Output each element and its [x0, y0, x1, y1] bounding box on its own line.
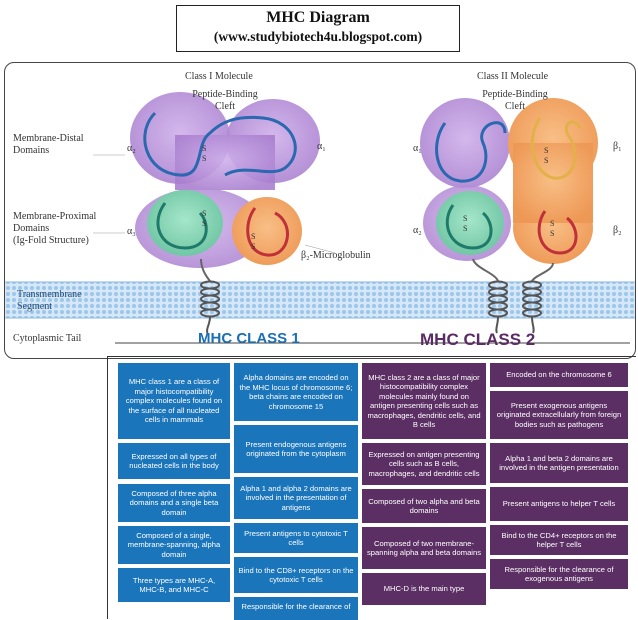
mhc-structure-illustration: S S S S S S S S S	[5, 92, 635, 344]
svg-text:S: S	[544, 156, 548, 165]
class2-molecule-label: Class II Molecule	[477, 71, 549, 82]
class2-title: MHC CLASS 2	[420, 330, 536, 349]
class1-fact-card: Alpha 1 and alpha 2 domains are involved…	[234, 477, 358, 519]
class1-fact-card: Composed of a single, membrane-spanning,…	[118, 526, 230, 564]
class2-fact-card: Alpha 1 and beta 2 domains are involved …	[490, 443, 628, 483]
cytoplasmic-tail-label: Cytoplasmic Tail	[13, 333, 82, 344]
class2-beta-domains	[508, 98, 598, 264]
class2-fact-card: MHC-D is the main type	[362, 573, 486, 605]
svg-text:S: S	[202, 154, 206, 163]
class2-transmembrane-helices	[488, 280, 542, 318]
class2-fact-card: MHC class 2 are a class of major histoco…	[362, 363, 486, 439]
class1-alpha-ribbon	[143, 111, 297, 177]
class1-fact-card: Bind to the CD8+ receptors on the cytoto…	[234, 557, 358, 593]
class2-fact-card: Responsible for the clearance of exogeno…	[490, 559, 628, 589]
class1-fact-card: Present antigens to cytotoxic T cells	[234, 523, 358, 553]
class2-alpha-ribbon	[435, 121, 507, 183]
class1-fact-card: Three types are MHC-A, MHC-B, and MHC-C	[118, 568, 230, 602]
class1-alpha1-label: α₁	[317, 141, 326, 152]
class1-fact-card: MHC class 1 are a class of major histoco…	[118, 363, 230, 439]
class2-fact-card: Expressed on antigen presenting cells su…	[362, 443, 486, 485]
class2-alpha2-label: α₂	[413, 225, 422, 236]
svg-text:S: S	[544, 146, 548, 155]
class1-transmembrane-helix	[200, 280, 220, 318]
svg-text:S: S	[202, 219, 206, 228]
title-box: MHC Diagram (www.studybiotech4u.blogspot…	[176, 5, 460, 52]
class1-fact-card: Alpha domains are encoded on the MHC loc…	[234, 363, 358, 421]
class2-fact-card: Present exogenous antigens originated ex…	[490, 391, 628, 439]
class2-fact-card: Composed of two membrane-spanning alpha …	[362, 527, 486, 569]
class2-fact-card: Present antigens to helper T cells	[490, 487, 628, 521]
class2-beta1-label: β₁	[613, 141, 622, 152]
class1-title: MHC CLASS 1	[198, 330, 300, 347]
mhc-structure-panel: S S S S S S S S S	[4, 62, 636, 359]
b2m-label: β₂-Microglobulin	[301, 250, 371, 261]
class2-fact-card: Encoded on the chromosome 6	[490, 363, 628, 387]
diagram-source-url: (www.studybiotech4u.blogspot.com)	[213, 29, 423, 44]
class2-beta2-label: β₂	[613, 225, 622, 236]
svg-text:S: S	[463, 224, 467, 233]
class1-alpha3-label: α₃	[127, 226, 136, 237]
class1-alpha2-label: α₂	[127, 143, 136, 154]
svg-text:S: S	[202, 209, 206, 218]
class2-alpha1-label: α₁	[413, 143, 422, 154]
svg-text:S: S	[251, 232, 255, 241]
class2-beta-ribbon	[530, 117, 582, 180]
class1-fact-card: Responsible for the clearance of	[234, 597, 358, 620]
class1-fact-card: Present endogenous antigens originated f…	[234, 425, 358, 473]
svg-text:S: S	[463, 214, 467, 223]
class1-fact-card: Expressed on all types of nucleated cell…	[118, 443, 230, 479]
facts-panel	[107, 356, 636, 619]
svg-text:S: S	[251, 242, 255, 251]
class2-fact-card: Composed of two alpha and beta domains	[362, 489, 486, 523]
class1-fact-card: Composed of three alpha domains and a si…	[118, 484, 230, 522]
svg-text:S: S	[550, 229, 554, 238]
svg-text:S: S	[202, 144, 206, 153]
class2-fact-card: Bind to the CD4+ receptors on the helper…	[490, 525, 628, 555]
svg-text:S: S	[550, 219, 554, 228]
diagram-title: MHC Diagram	[266, 9, 370, 26]
class1-molecule-label: Class I Molecule	[185, 71, 253, 82]
class1-b2m-ribbon	[246, 207, 289, 257]
